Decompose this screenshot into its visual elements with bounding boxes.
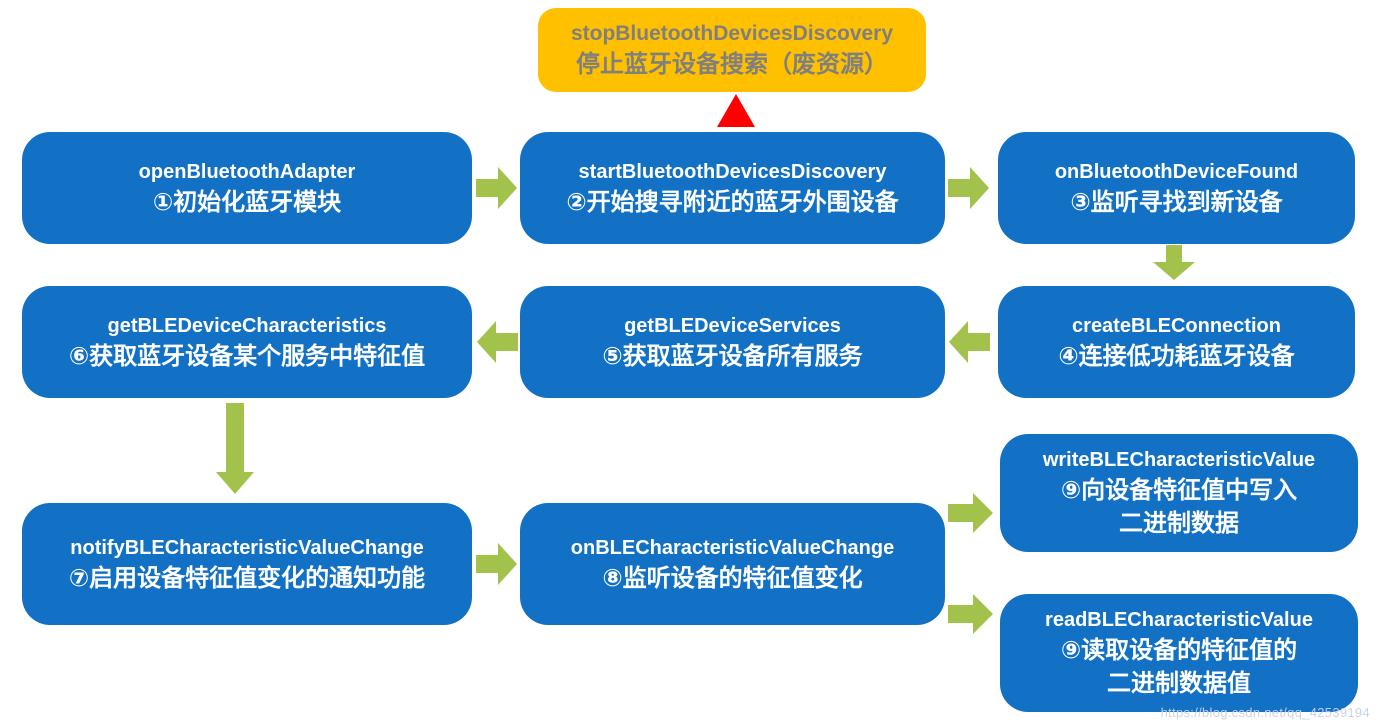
api-desc-label: ④连接低功耗蓝牙设备: [1058, 342, 1295, 370]
api-name-label: getBLEDeviceServices: [624, 314, 841, 337]
arrow-services-to-characteristics-icon: [476, 320, 518, 364]
watermark-url: https://blog.csdn.net/qq_42539194: [1160, 705, 1370, 720]
api-name-label: getBLEDeviceCharacteristics: [107, 314, 387, 337]
api-desc-label: ⑨向设备特征值中写入 二进制数据: [1060, 477, 1298, 537]
arrow-connect-to-services-icon: [948, 320, 990, 364]
node-stop-bluetooth-devices-discovery: stopBluetoothDevicesDiscovery 停止蓝牙设备搜索（废…: [538, 8, 926, 92]
api-desc-label: ②开始搜寻附近的蓝牙外围设备: [566, 188, 899, 216]
api-desc-label: ⑧监听设备的特征值变化: [602, 564, 863, 592]
node-read-ble-characteristic-value: readBLECharacteristicValue ⑨读取设备的特征值的 二进…: [1000, 594, 1358, 712]
arrow-onchange-to-read-icon: [948, 593, 994, 635]
arrow-found-to-connect-icon: [1152, 245, 1196, 281]
api-name-label: writeBLECharacteristicValue: [1042, 449, 1316, 471]
node-notify-ble-characteristic-value-change: notifyBLECharacteristicValueChange ⑦启用设备…: [22, 503, 472, 625]
arrow-notify-to-onchange-icon: [476, 542, 518, 586]
api-name-label: notifyBLECharacteristicValueChange: [70, 536, 424, 559]
api-desc-label: 停止蓝牙设备搜索（废资源）: [576, 50, 888, 78]
node-get-ble-device-services: getBLEDeviceServices ⑤获取蓝牙设备所有服务: [520, 286, 945, 398]
arrow-onchange-to-write-icon: [948, 492, 994, 534]
api-name-label: readBLECharacteristicValue: [1045, 609, 1313, 631]
api-desc-label: ⑤获取蓝牙设备所有服务: [602, 342, 863, 370]
node-start-bluetooth-devices-discovery: startBluetoothDevicesDiscovery ②开始搜寻附近的蓝…: [520, 132, 945, 244]
arrow-characteristics-to-notify-icon: [215, 403, 255, 495]
api-desc-label: ③监听寻找到新设备: [1070, 188, 1283, 216]
api-name-label: onBLECharacteristicValueChange: [570, 536, 895, 559]
api-desc-label: ⑥获取蓝牙设备某个服务中特征值: [68, 342, 426, 370]
node-create-ble-connection: createBLEConnection ④连接低功耗蓝牙设备: [998, 286, 1355, 398]
api-name-label: openBluetoothAdapter: [138, 160, 356, 183]
api-desc-label: ⑦启用设备特征值变化的通知功能: [68, 564, 426, 592]
api-name-label: onBluetoothDeviceFound: [1054, 160, 1299, 183]
red-pointer-up-icon: [717, 94, 755, 127]
node-on-ble-characteristic-value-change: onBLECharacteristicValueChange ⑧监听设备的特征值…: [520, 503, 945, 625]
arrow-start-to-found-icon: [948, 166, 990, 210]
api-name-label: startBluetoothDevicesDiscovery: [578, 160, 887, 183]
api-desc-label: ⑨读取设备的特征值的 二进制数据值: [1060, 637, 1298, 697]
node-on-bluetooth-device-found: onBluetoothDeviceFound ③监听寻找到新设备: [998, 132, 1355, 244]
api-name-label: stopBluetoothDevicesDiscovery: [570, 21, 894, 45]
node-write-ble-characteristic-value: writeBLECharacteristicValue ⑨向设备特征值中写入 二…: [1000, 434, 1358, 552]
node-open-bluetooth-adapter: openBluetoothAdapter ①初始化蓝牙模块: [22, 132, 472, 244]
node-get-ble-device-characteristics: getBLEDeviceCharacteristics ⑥获取蓝牙设备某个服务中…: [22, 286, 472, 398]
arrow-open-to-start-icon: [476, 166, 518, 210]
api-desc-label: ①初始化蓝牙模块: [152, 188, 342, 216]
api-name-label: createBLEConnection: [1072, 314, 1281, 337]
